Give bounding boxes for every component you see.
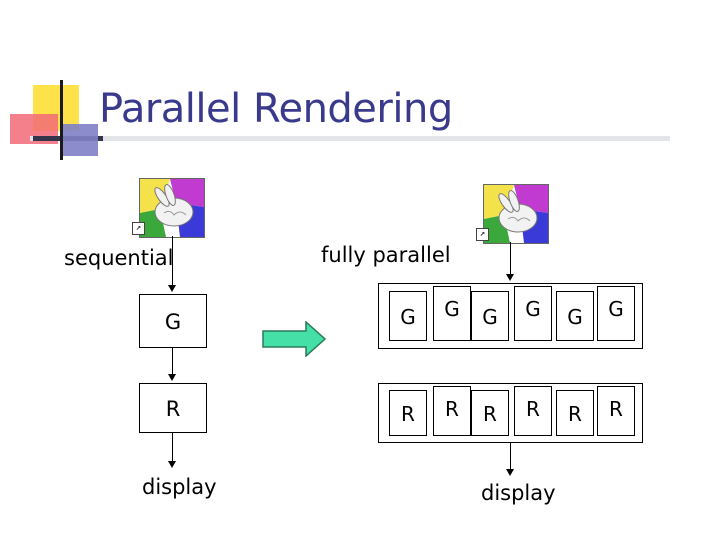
parallel-rasterization-group: R R R R R R bbox=[378, 383, 643, 443]
sequential-display-label: display bbox=[142, 475, 217, 499]
parallel-geometry-group: G G G G G G bbox=[378, 283, 643, 349]
slide-title: Parallel Rendering bbox=[99, 86, 453, 132]
seq-arrow-1-line bbox=[172, 236, 173, 286]
parallel-rasterization-cell: R bbox=[471, 390, 509, 436]
seq-arrow-3-head bbox=[168, 461, 176, 468]
sequential-rasterization-box: R bbox=[139, 383, 207, 433]
transition-arrow-icon bbox=[262, 321, 327, 357]
parallel-rasterization-cell: R bbox=[514, 386, 552, 436]
title-underline bbox=[30, 136, 670, 141]
parallel-geometry-cell: G bbox=[471, 291, 509, 341]
seq-arrow-2-line bbox=[172, 348, 173, 375]
par-arrow-1-line bbox=[510, 242, 511, 275]
parallel-geometry-cell: G bbox=[389, 291, 427, 341]
seq-arrow-3-line bbox=[172, 433, 173, 462]
parallel-rasterization-cell: R bbox=[433, 386, 471, 436]
bunny-model-icon bbox=[139, 178, 205, 238]
parallel-rasterization-cell: R bbox=[556, 390, 594, 436]
sequential-label: sequential bbox=[64, 246, 174, 270]
seq-arrow-2-head bbox=[168, 374, 176, 381]
parallel-geometry-cell: G bbox=[556, 291, 594, 341]
seq-arrow-1-head bbox=[168, 285, 176, 292]
parallel-geometry-cell: G bbox=[597, 286, 635, 341]
par-arrow-2-line bbox=[510, 443, 511, 470]
parallel-rasterization-cell: R bbox=[597, 386, 635, 436]
title-decoration-bar bbox=[60, 80, 63, 160]
par-arrow-2-head bbox=[506, 469, 514, 476]
shortcut-badge-icon: ↗ bbox=[132, 222, 145, 235]
shortcut-badge-icon-parallel: ↗ bbox=[476, 228, 489, 241]
parallel-geometry-cell: G bbox=[514, 286, 552, 341]
sequential-geometry-box: G bbox=[139, 294, 207, 348]
fully-parallel-label: fully parallel bbox=[321, 243, 451, 267]
parallel-display-label: display bbox=[481, 481, 556, 505]
parallel-geometry-cell: G bbox=[433, 286, 471, 341]
bunny-model-icon-parallel bbox=[483, 184, 549, 244]
title-decoration-blue bbox=[62, 124, 98, 156]
parallel-rasterization-cell: R bbox=[389, 390, 427, 436]
par-arrow-1-head bbox=[506, 274, 514, 281]
